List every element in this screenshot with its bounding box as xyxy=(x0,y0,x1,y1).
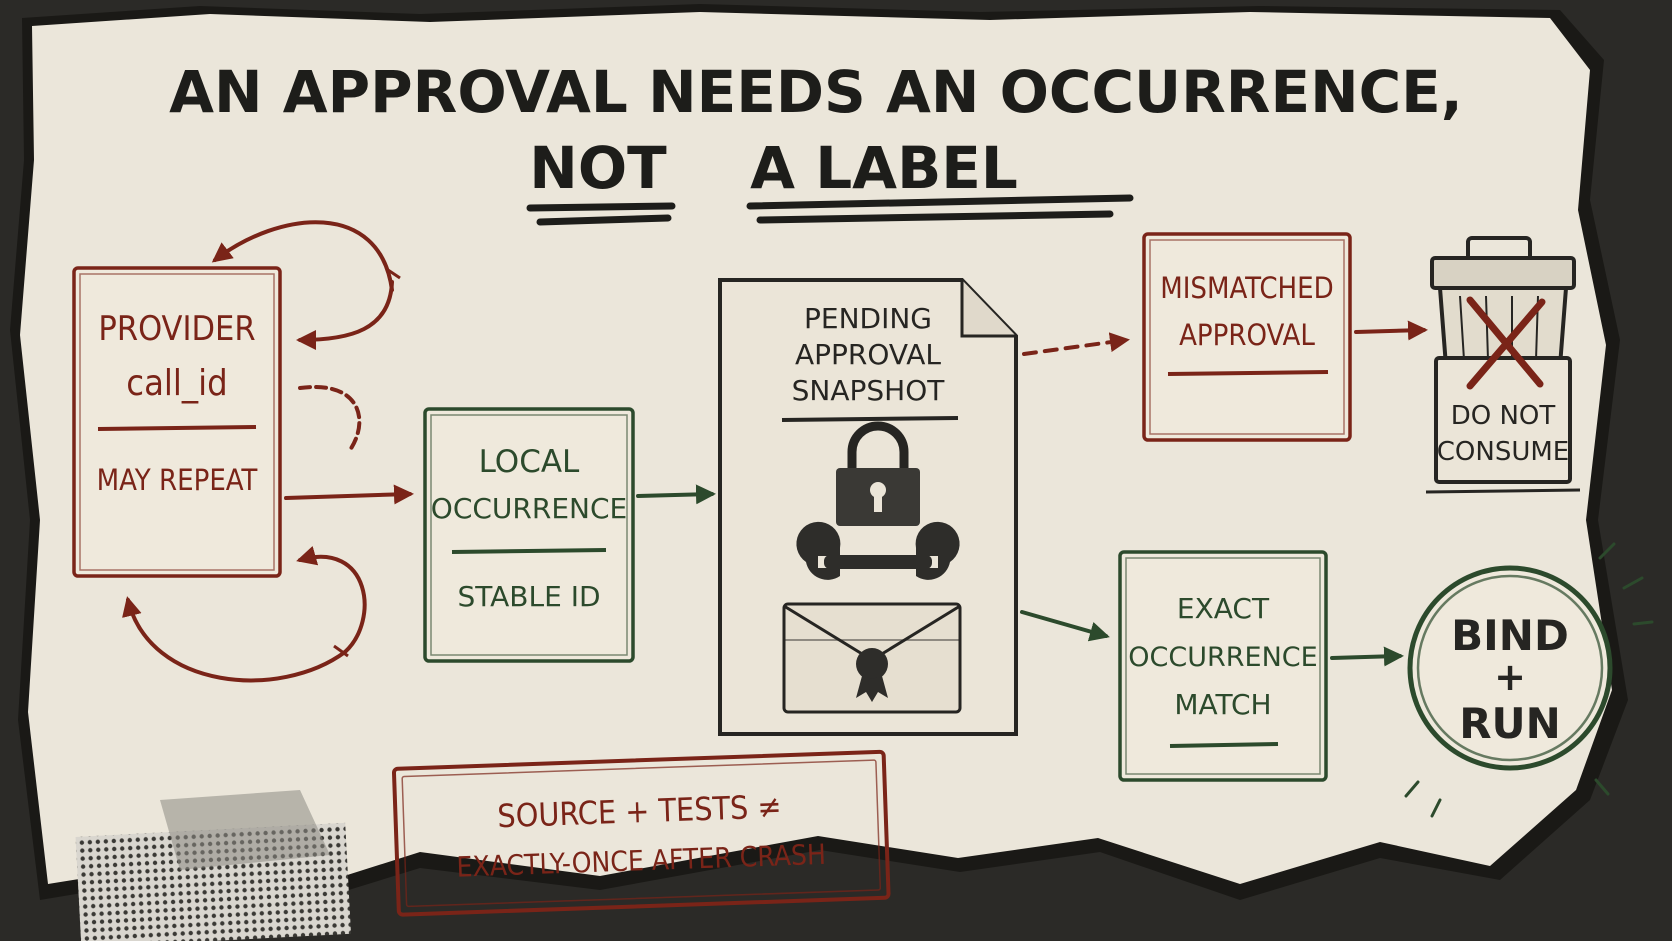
title: AN APPROVAL NEEDS AN OCCURRENCE, NOT A L… xyxy=(169,58,1463,226)
provider-call-id: call_id xyxy=(126,363,227,404)
sealed-envelope-icon xyxy=(782,602,962,714)
exact-line-2: OCCURRENCE xyxy=(1128,642,1317,673)
repeat-loop-arrows xyxy=(122,220,401,683)
bind-line-3: RUN xyxy=(1459,699,1561,748)
trash-can-icon: DO NOT CONSUME xyxy=(1425,236,1581,494)
snapshot-line-3: SNAPSHOT xyxy=(792,374,946,407)
arrow-exact-to-bind xyxy=(1330,646,1404,667)
local-divider xyxy=(451,548,607,554)
title-underline-1 xyxy=(526,202,676,226)
snapshot-line-2: APPROVAL xyxy=(795,338,941,371)
mismatched-line-2: APPROVAL xyxy=(1179,318,1315,352)
title-a-label: A LABEL xyxy=(750,134,1018,202)
local-occurrence-box: LOCAL OCCURRENCE STABLE ID xyxy=(423,407,635,663)
arrow-provider-to-local xyxy=(284,484,414,505)
title-not: NOT xyxy=(529,134,667,202)
pending-approval-snapshot: PENDING APPROVAL SNAPSHOT xyxy=(718,278,1018,736)
exact-occurrence-match-box: EXACT OCCURRENCE MATCH xyxy=(1118,550,1328,782)
local-occurrence: OCCURRENCE xyxy=(431,492,627,525)
lock-icon xyxy=(836,421,920,526)
provider-title: PROVIDER xyxy=(98,309,255,349)
bind-line-1: BIND xyxy=(1451,611,1569,660)
local-title: LOCAL xyxy=(479,444,580,480)
bind-run-circle: BIND + RUN xyxy=(1404,542,1654,818)
wrench-icon xyxy=(796,521,960,580)
trash-line-1: DO NOT xyxy=(1451,401,1556,431)
snapshot-line-1: PENDING xyxy=(804,302,932,335)
provider-divider xyxy=(97,425,257,431)
mismatched-line-1: MISMATCHED xyxy=(1160,271,1334,305)
title-line-1: AN APPROVAL NEEDS AN OCCURRENCE, xyxy=(169,58,1463,126)
bind-line-2: + xyxy=(1494,655,1526,699)
exact-line-1: EXACT xyxy=(1177,592,1270,625)
arrow-local-to-snapshot xyxy=(636,484,716,505)
exact-line-3: MATCH xyxy=(1174,688,1271,721)
reject-x-icon xyxy=(1466,296,1546,390)
trash-line-2: CONSUME xyxy=(1437,437,1569,467)
arrow-snapshot-to-exact xyxy=(1020,610,1110,642)
provider-call-id-box: PROVIDER call_id MAY REPEAT xyxy=(72,266,282,578)
local-note: STABLE ID xyxy=(457,580,600,613)
mismatched-approval-box: MISMATCHED APPROVAL xyxy=(1142,232,1352,442)
arrow-mismatched-to-trash xyxy=(1354,320,1428,341)
title-underline-2 xyxy=(746,194,1134,224)
provider-note: MAY REPEAT xyxy=(97,463,259,497)
arrow-snapshot-to-mismatched xyxy=(1022,332,1130,356)
